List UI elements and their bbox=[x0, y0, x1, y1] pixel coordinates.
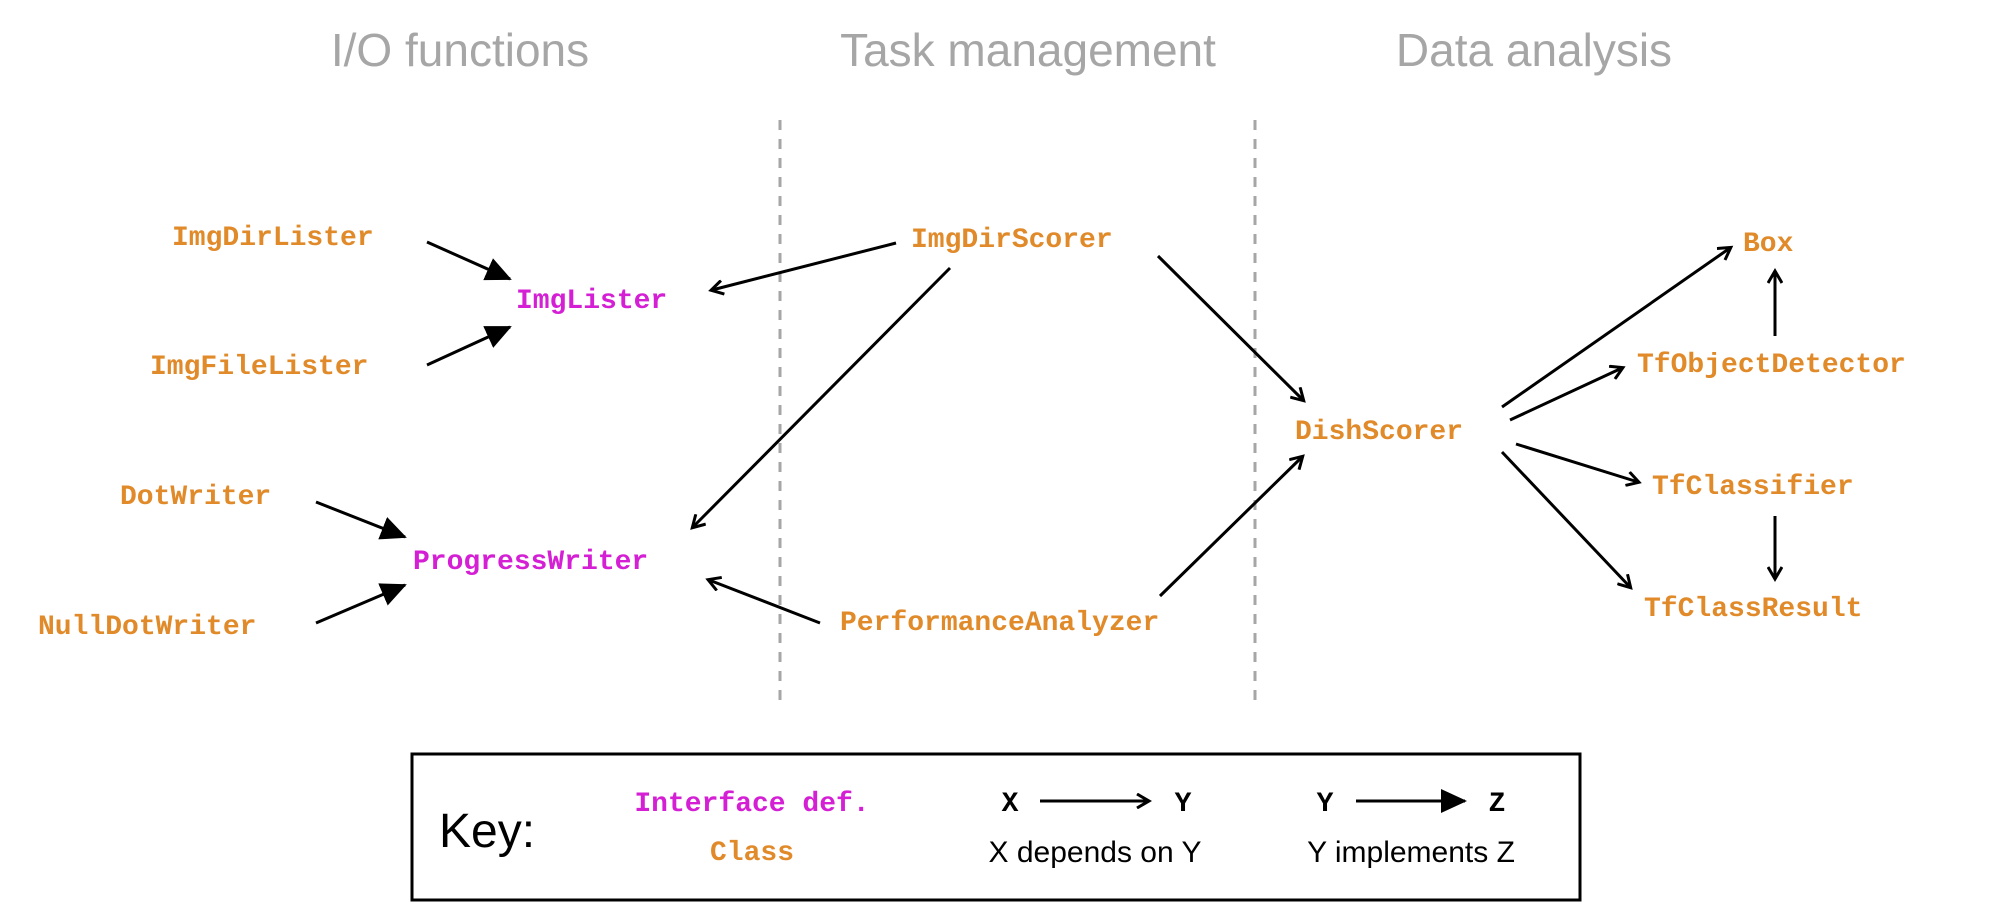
edge-nulldotwriter-implements-progresswriter bbox=[315, 583, 407, 625]
edge-imgdirlister-implements-imglister bbox=[426, 240, 512, 281]
key-dep-x: X bbox=[1002, 789, 1019, 820]
section-heading-io: I/O functions bbox=[331, 24, 589, 76]
node-null-dot-writer: NullDotWriter bbox=[38, 612, 256, 643]
node-tf-class-result: TfClassResult bbox=[1644, 594, 1862, 625]
key-impl-z: Z bbox=[1489, 789, 1506, 820]
edge-performanceanalyzer-depends-progresswriter bbox=[709, 580, 821, 625]
node-performance-analyzer: PerformanceAnalyzer bbox=[840, 608, 1159, 639]
section-heading-task: Task management bbox=[840, 24, 1216, 76]
edge-imgdirscorer-depends-imglister bbox=[712, 241, 897, 290]
edge-dishscorer-depends-tfobjectdetector bbox=[1509, 368, 1622, 422]
key-dep-desc: X depends on Y bbox=[989, 836, 1202, 869]
key-impl-desc: Y implements Z bbox=[1307, 836, 1515, 869]
node-img-dir-scorer: ImgDirScorer bbox=[911, 225, 1113, 256]
node-img-dir-lister: ImgDirLister bbox=[172, 223, 374, 254]
edge-imgdirscorer-depends-progresswriter bbox=[693, 266, 952, 527]
key-border bbox=[410, 752, 1582, 902]
node-tf-object-detector: TfObjectDetector bbox=[1637, 350, 1906, 381]
edge-imgdirscorer-depends-dishscorer bbox=[1156, 254, 1303, 400]
key-legend: Key: Interface def. Class X Y X depends … bbox=[410, 752, 1582, 902]
node-progress-writer: ProgressWriter bbox=[413, 547, 648, 578]
edge-imgfilelister-implements-imglister bbox=[426, 325, 512, 367]
edge-dotwriter-implements-progresswriter bbox=[315, 500, 407, 540]
section-heading-data: Data analysis bbox=[1396, 24, 1672, 76]
node-box: Box bbox=[1743, 229, 1794, 260]
edge-performanceanalyzer-depends-dishscorer bbox=[1158, 457, 1302, 598]
node-dish-scorer: DishScorer bbox=[1295, 417, 1463, 448]
node-tf-classifier: TfClassifier bbox=[1652, 472, 1854, 503]
key-title: Key: bbox=[439, 805, 535, 858]
node-dot-writer: DotWriter bbox=[120, 482, 271, 513]
node-img-file-lister: ImgFileLister bbox=[150, 352, 368, 383]
node-img-lister: ImgLister bbox=[516, 286, 667, 317]
key-dep-y: Y bbox=[1175, 789, 1192, 820]
key-class-label: Class bbox=[710, 838, 794, 869]
edge-dishscorer-depends-box bbox=[1501, 248, 1730, 409]
key-impl-y: Y bbox=[1317, 789, 1334, 820]
edge-dishscorer-depends-tfclassifier bbox=[1515, 442, 1638, 482]
edge-dishscorer-depends-tfclassresult bbox=[1500, 450, 1630, 587]
key-interface-label: Interface def. bbox=[634, 789, 869, 820]
